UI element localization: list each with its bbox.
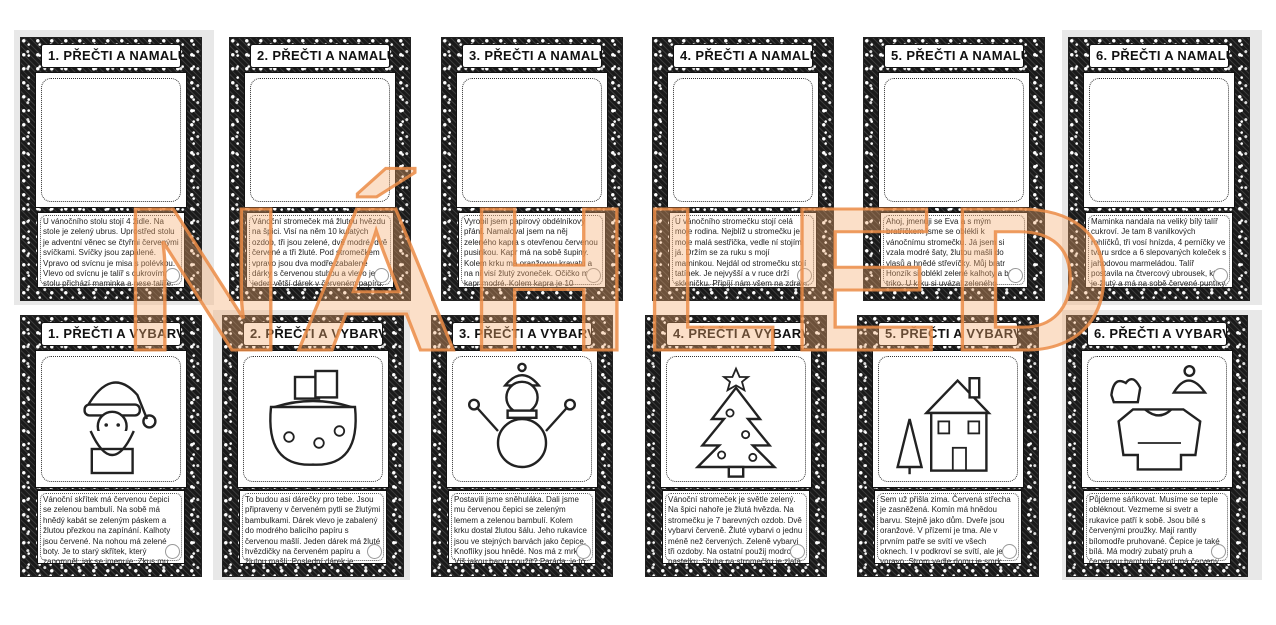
story-text-box: To budou asi dárečky pro tebe. Jsou přip… [239, 490, 387, 564]
top-card-2: 2. PŘEČTI A NAMALUJ Vánoční stromeček má … [229, 37, 411, 301]
story-text: U vánočního stromečku stojí celá moje ro… [675, 217, 810, 288]
story-text-box: Vánoční stromeček má žlutou hvězdu na šp… [246, 212, 394, 288]
top-card-3: 3. PŘEČTI A NAMALUJ Vyrobil jsem papírový… [441, 37, 623, 301]
author-logo-icon [586, 268, 601, 283]
coloring-picture [1081, 350, 1233, 488]
author-logo-icon [797, 268, 812, 283]
author-logo-icon [165, 544, 180, 559]
card-title: 6. PŘEČTI A NAMALUJ [1089, 44, 1229, 68]
card-title: 5. PŘEČTI A NAMALUJ [884, 44, 1024, 68]
card-title: 2. PŘEČTI A NAMALUJ [250, 44, 390, 68]
story-text: Sem už přišla zima. Červená střecha je z… [880, 495, 1011, 564]
author-logo-icon [1008, 268, 1023, 283]
story-text: U vánočního stolu stojí 4 židle. Na stol… [43, 217, 179, 288]
story-text-box: Ahoj, jmenuji se Eva a s mým bratříčkem … [880, 212, 1028, 288]
author-logo-icon [1211, 544, 1226, 559]
card-title: 1. PŘEČTI A NAMALUJ [41, 44, 181, 68]
story-text: Ahoj, jmenuji se Eva a s mým bratříčkem … [886, 217, 1017, 288]
card-title: 4. PŘEČTI A NAMALUJ [673, 44, 813, 68]
story-text-box: Maminka nandala na veliký bílý talíř cuk… [1085, 212, 1233, 288]
bottom-card-4: 4. PŘEČTI A VYBARVUJ Vánoční stromeček je… [645, 315, 827, 577]
card-title: 4. PŘEČTI A VYBARVUJ [666, 322, 806, 346]
coloring-picture [660, 350, 812, 488]
author-logo-icon [576, 544, 591, 559]
sweater-hat-mittens-icon [1090, 359, 1224, 479]
coloring-picture [35, 350, 187, 488]
christmas-tree-icon [669, 359, 803, 479]
drawing-area [667, 72, 819, 208]
drawing-area [456, 72, 608, 208]
card-title: 3. PŘEČTI A VYBARVUJ [452, 322, 592, 346]
author-logo-icon [367, 544, 382, 559]
drawing-area [244, 72, 396, 208]
bottom-card-3: 3. PŘEČTI A VYBARVUJ Postavili jsme sněhu… [431, 315, 613, 577]
coloring-picture [446, 350, 598, 488]
bottom-card-2: 2. PŘEČTI A VYBARVUJ To budou asi dárečky… [222, 315, 404, 577]
story-text: Vyrobil jsem papírový obdélníkový přání.… [464, 217, 598, 288]
author-logo-icon [165, 268, 180, 283]
story-text-box: Vyrobil jsem papírový obdélníkový přání.… [458, 212, 606, 288]
author-logo-icon [1213, 268, 1228, 283]
house-icon [881, 359, 1015, 479]
top-card-6: 6. PŘEČTI A NAMALUJ Maminka nandala na ve… [1068, 37, 1250, 301]
top-card-1: 1. PŘEČTI A NAMALUJ U vánočního stolu sto… [20, 37, 202, 301]
author-logo-icon [1002, 544, 1017, 559]
author-logo-icon [374, 268, 389, 283]
snowman-icon [455, 359, 589, 479]
story-text-box: Vánoční skřítek má červenou čepici se ze… [37, 490, 185, 564]
bottom-card-6: 6. PŘEČTI A VYBARVUJ Půjdeme sáňkovat. Mu… [1066, 315, 1248, 577]
story-text: Vánoční stromeček má žlutou hvězdu na šp… [252, 217, 388, 288]
bottom-card-1: 1. PŘEČTI A VYBARVUJ Vánoční skřítek má č… [20, 315, 202, 577]
card-title: 5. PŘEČTI A VYBARVUJ [878, 322, 1018, 346]
top-card-4: 4. PŘEČTI A NAMALUJ U vánočního stromečku… [652, 37, 834, 301]
gift-sack-icon [246, 359, 380, 479]
drawing-area [35, 72, 187, 208]
bottom-card-5: 5. PŘEČTI A VYBARVUJ Sem už přišla zima. … [857, 315, 1039, 577]
story-text-box: Vánoční stromeček je světle zelený. Na š… [662, 490, 810, 564]
coloring-picture [237, 350, 389, 488]
story-text: Vánoční skřítek má červenou čepici se ze… [43, 495, 171, 564]
story-text-box: U vánočního stromečku stojí celá moje ro… [669, 212, 817, 288]
story-text-box: Sem už přišla zima. Červená střecha je z… [874, 490, 1022, 564]
card-title: 1. PŘEČTI A VYBARVUJ [41, 322, 181, 346]
card-title: 6. PŘEČTI A VYBARVUJ [1087, 322, 1227, 346]
story-text: Půjdeme sáňkovat. Musíme se teple oblékn… [1089, 495, 1222, 564]
story-text: To budou asi dárečky pro tebe. Jsou přip… [245, 495, 381, 564]
story-text-box: Postavili jsme sněhuláka. Dali jsme mu č… [448, 490, 596, 564]
santa-claus-icon [44, 359, 178, 479]
story-text: Postavili jsme sněhuláka. Dali jsme mu č… [454, 495, 588, 564]
drawing-area [1083, 72, 1235, 208]
story-text-box: U vánočního stolu stojí 4 židle. Na stol… [37, 212, 185, 288]
card-title: 3. PŘEČTI A NAMALUJ [462, 44, 602, 68]
card-title: 2. PŘEČTI A VYBARVUJ [243, 322, 383, 346]
author-logo-icon [790, 544, 805, 559]
coloring-picture [872, 350, 1024, 488]
drawing-area [878, 72, 1030, 208]
top-card-5: 5. PŘEČTI A NAMALUJ Ahoj, jmenuji se Eva … [863, 37, 1045, 301]
story-text-box: Půjdeme sáňkovat. Musíme se teple oblékn… [1083, 490, 1231, 564]
story-text: Maminka nandala na veliký bílý talíř cuk… [1091, 217, 1227, 288]
story-text: Vánoční stromeček je světle zelený. Na š… [668, 495, 804, 564]
